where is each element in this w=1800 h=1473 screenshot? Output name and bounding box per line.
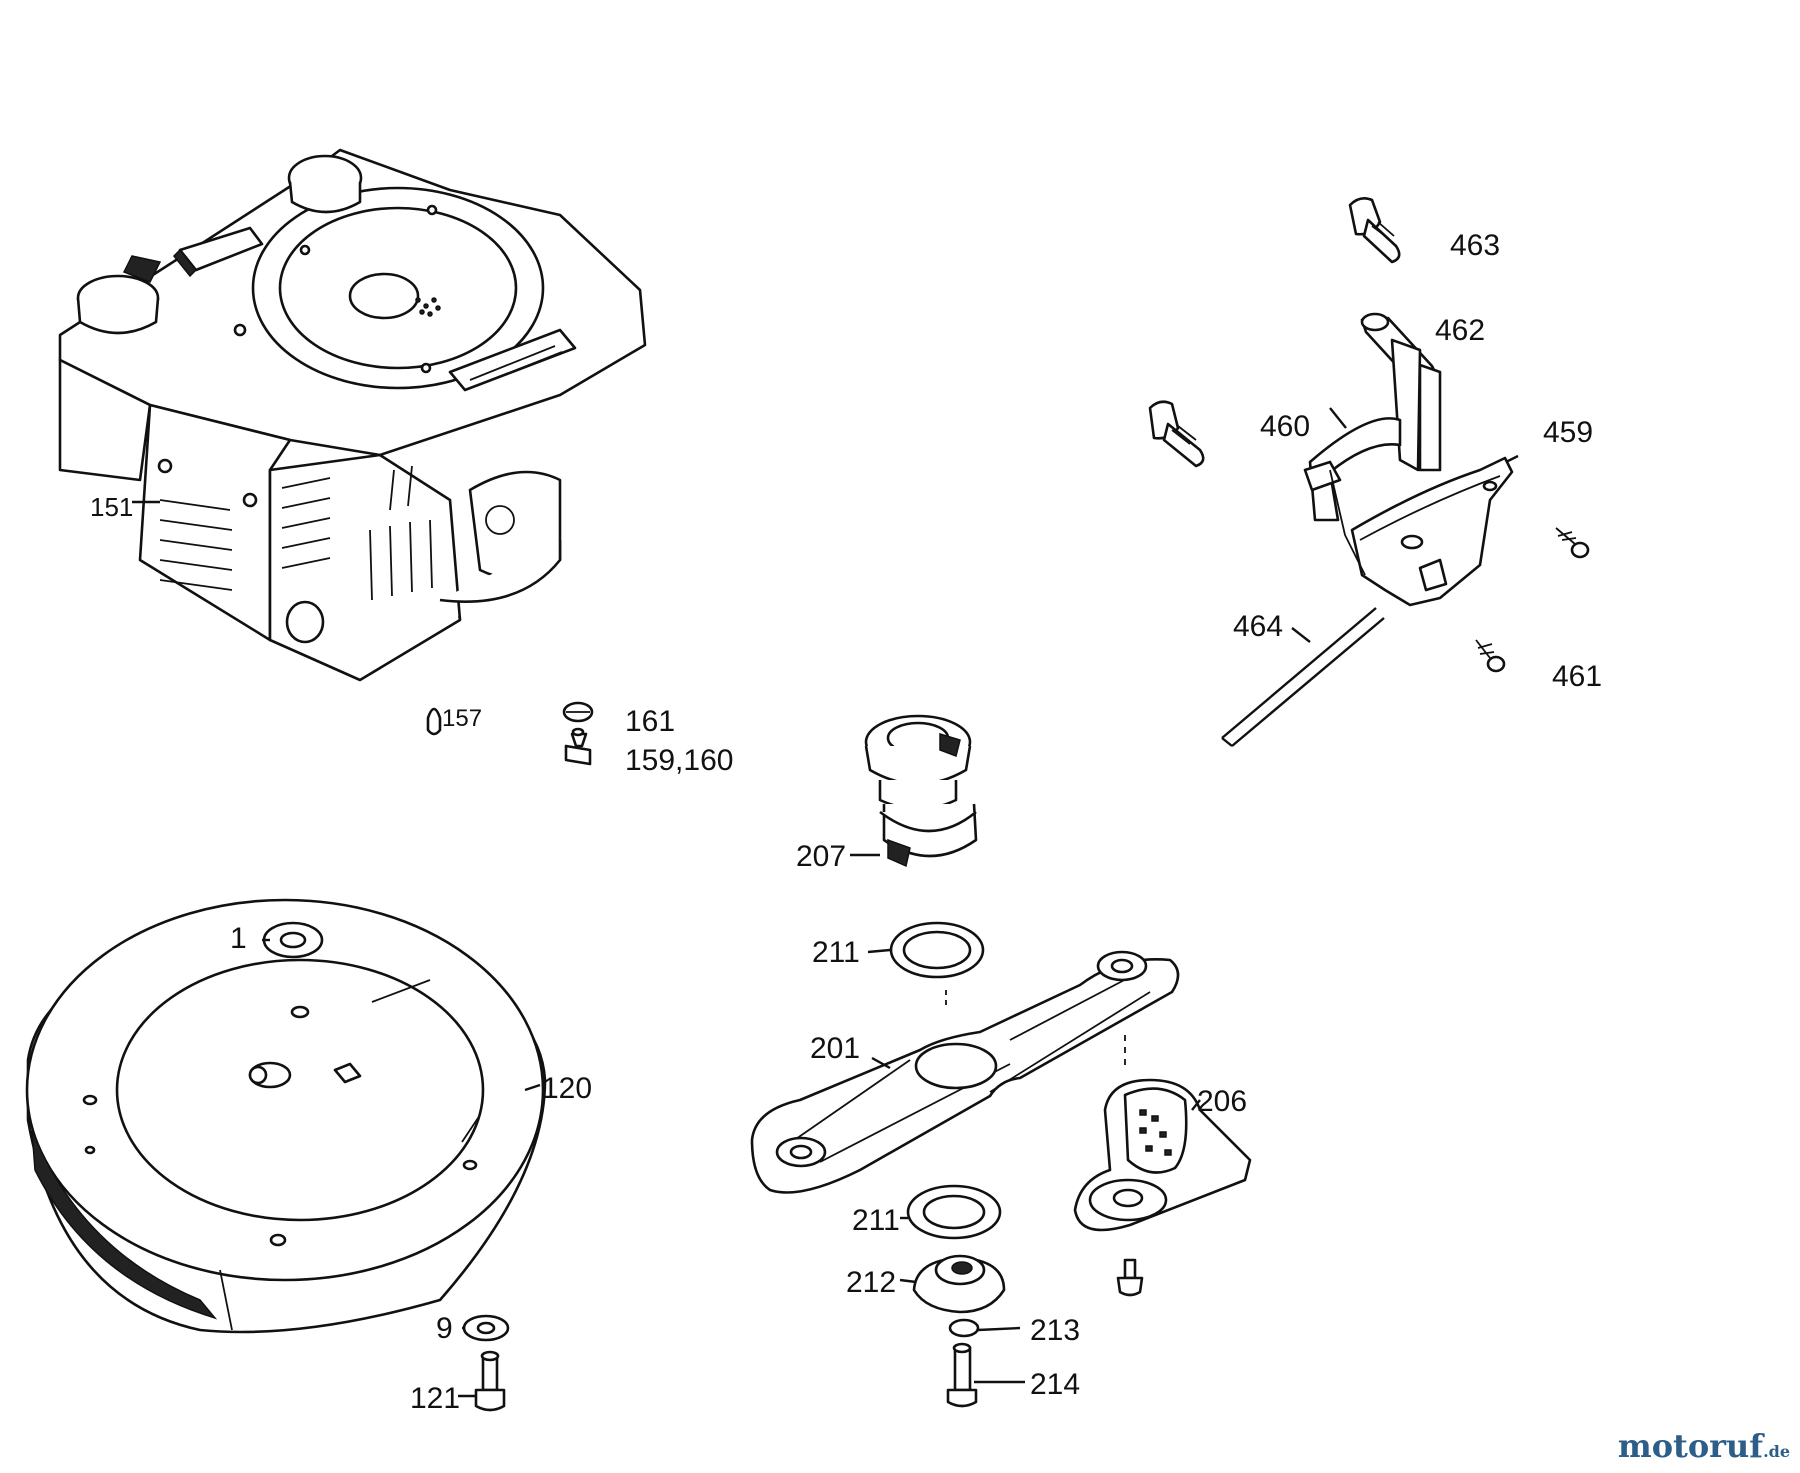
label-120: 120 xyxy=(542,1072,592,1105)
label-461: 461 xyxy=(1552,660,1602,693)
watermark-suffix: .de xyxy=(1763,1442,1790,1461)
label-151: 151 xyxy=(90,492,133,522)
site-watermark: motoruf.de xyxy=(1618,1427,1790,1465)
washer-213-shape xyxy=(948,1318,980,1338)
label-459: 459 xyxy=(1543,416,1593,449)
blade-cup-212-shape xyxy=(912,1254,1006,1314)
bolt-121-shape xyxy=(474,1350,506,1412)
throttle-lever-shape xyxy=(1360,312,1442,472)
watermark-main: motoruf xyxy=(1617,1427,1764,1465)
label-462: 462 xyxy=(1435,314,1485,347)
clip-bolt-shape xyxy=(1116,1258,1144,1297)
callout-labels: 151 157 161 159,160 1 120 9 121 207 211 … xyxy=(90,229,1602,1415)
label-161: 161 xyxy=(625,705,675,738)
label-159-160: 159,160 xyxy=(625,744,733,777)
throttle-housing-shape xyxy=(1303,417,1514,607)
bolt-460-shape xyxy=(1148,400,1205,468)
label-201: 201 xyxy=(810,1032,860,1065)
label-121: 121 xyxy=(410,1382,460,1415)
throttle-cable-shape xyxy=(1221,607,1385,747)
bolt-463-shape xyxy=(1348,197,1401,264)
label-213: 213 xyxy=(1030,1314,1080,1347)
engine-assembly xyxy=(58,148,647,682)
label-207: 207 xyxy=(796,840,846,873)
label-212: 212 xyxy=(846,1266,896,1299)
leader-lines xyxy=(132,407,1519,1398)
clip-157-shape xyxy=(426,707,442,736)
label-206: 206 xyxy=(1197,1085,1247,1118)
label-1: 1 xyxy=(230,922,247,955)
label-464: 464 xyxy=(1233,610,1283,643)
label-157: 157 xyxy=(442,705,482,732)
blade-clip-shape xyxy=(1073,1078,1252,1232)
bolt-214-shape xyxy=(946,1342,978,1408)
cutting-blade-shape xyxy=(750,950,1180,1194)
label-214: 214 xyxy=(1030,1368,1080,1401)
blade-disc xyxy=(25,898,547,1334)
label-211-bottom: 211 xyxy=(852,1204,900,1237)
blade-adapter-shape xyxy=(864,714,978,868)
screw-461-shape xyxy=(1475,639,1506,673)
label-211-top: 211 xyxy=(812,936,860,969)
label-9: 9 xyxy=(436,1312,453,1345)
label-463: 463 xyxy=(1450,229,1500,262)
label-460: 460 xyxy=(1260,410,1310,443)
screw-159-160-shape xyxy=(564,727,592,766)
nut-161-shape xyxy=(562,701,594,723)
screw-shape xyxy=(1555,527,1590,559)
